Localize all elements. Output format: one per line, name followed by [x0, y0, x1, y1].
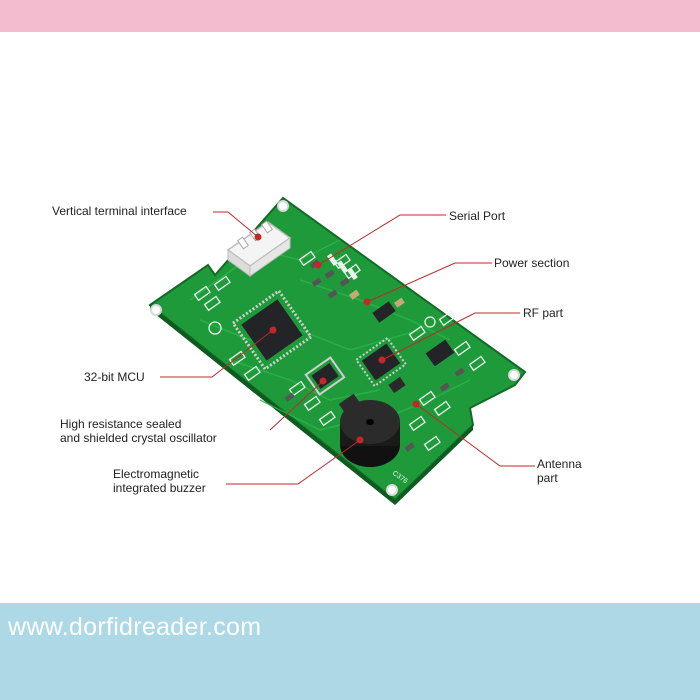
- label-buzzer-line2: integrated buzzer: [113, 481, 206, 495]
- label-rf-part: RF part: [523, 306, 564, 320]
- website-url[interactable]: www.dorfidreader.com: [8, 613, 262, 641]
- callout-line-buzzer: [226, 439, 361, 485]
- label-buzzer: Electromagnetic integrated buzzer: [113, 467, 206, 495]
- mount-hole: [508, 369, 520, 381]
- callout-line-vertical-terminal: [213, 211, 259, 238]
- terminal-connector-icon: [226, 220, 292, 277]
- label-crystal-line2: and shielded crystal oscillator: [60, 431, 217, 445]
- mount-hole: [386, 484, 398, 496]
- label-serial-port: Serial Port: [449, 209, 506, 223]
- callout-line-mcu: [160, 329, 274, 378]
- callout-line-power: [366, 262, 492, 303]
- label-antenna-line1: Antenna: [537, 457, 582, 471]
- callout-lines: [160, 211, 535, 485]
- callout-line-antenna: [415, 403, 535, 467]
- serial-port-header: [326, 253, 358, 281]
- label-mcu: 32-bit MCU: [84, 370, 145, 384]
- buzzer-icon: [338, 393, 400, 467]
- aux-chip: [425, 339, 455, 367]
- bottom-banner: [0, 603, 700, 700]
- label-antenna-line2: part: [537, 471, 558, 485]
- callout-line-crystal: [269, 380, 324, 431]
- label-antenna: Antenna part: [537, 457, 582, 485]
- mount-hole: [277, 200, 289, 212]
- callout-dots: [254, 233, 420, 444]
- mount-hole: [150, 304, 162, 316]
- label-buzzer-line1: Electromagnetic: [113, 467, 200, 481]
- crystal-oscillator: [304, 356, 346, 396]
- top-decorative-band: [0, 0, 700, 32]
- label-power-section: Power section: [494, 256, 570, 270]
- power-chip: [372, 301, 396, 323]
- label-crystal-line1: High resistance sealed: [60, 417, 182, 431]
- label-vertical-terminal: Vertical terminal interface: [52, 204, 187, 218]
- callout-line-serial-port: [319, 214, 446, 265]
- label-crystal-oscillator: High resistance sealed and shielded crys…: [60, 417, 217, 445]
- callout-line-rf: [381, 312, 520, 361]
- pcb-board: C376: [148, 196, 527, 505]
